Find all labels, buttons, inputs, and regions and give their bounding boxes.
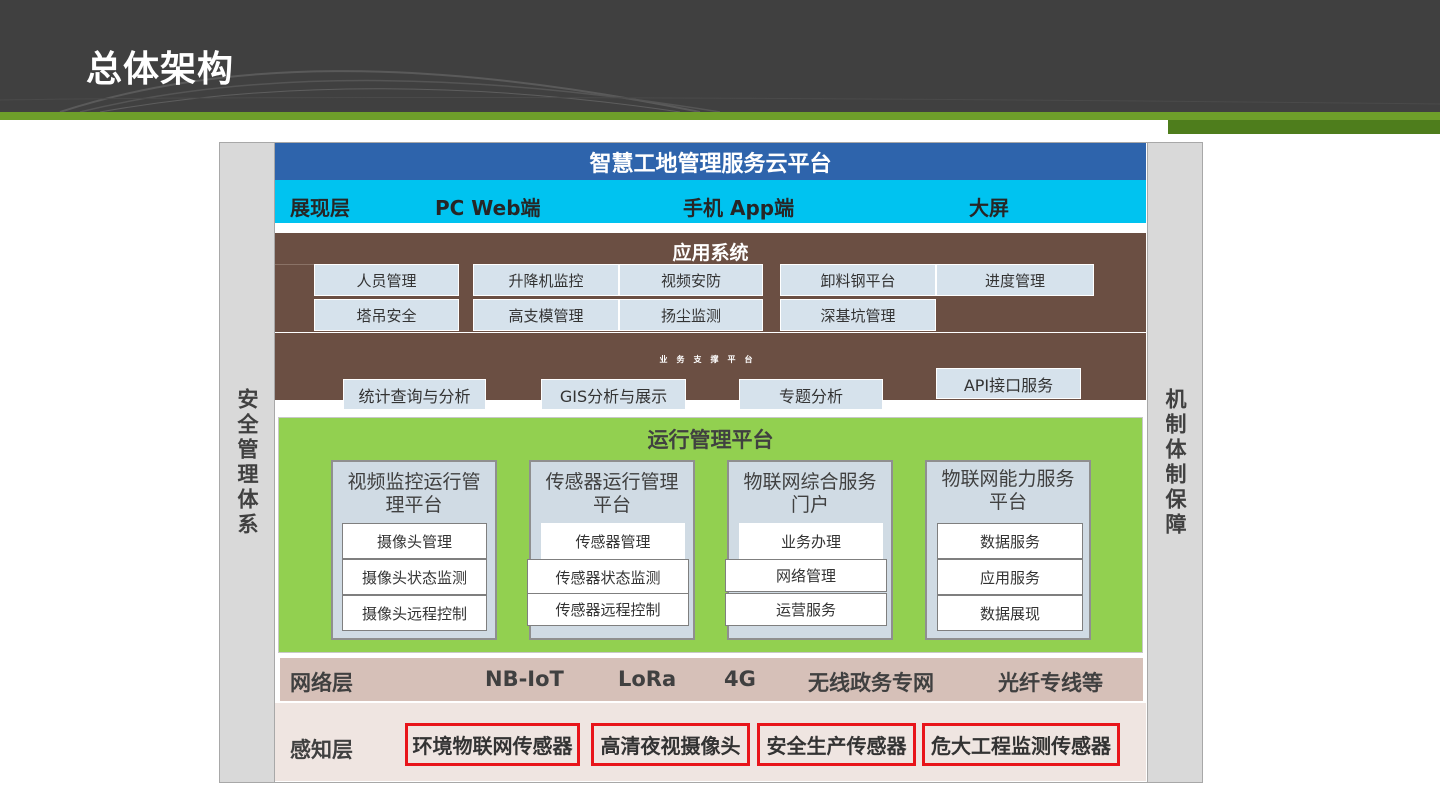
runtime-module-item: 传感器管理 <box>541 523 685 559</box>
network-item: 无线政务专网 <box>808 671 934 695</box>
left-pillar: 安全管理体系 <box>220 143 275 782</box>
presentation-layer-label: 展现层 <box>290 196 350 220</box>
app-item: 人员管理 <box>314 264 459 296</box>
support-item: 统计查询与分析 <box>343 379 486 410</box>
support-item: GIS分析与展示 <box>541 379 686 410</box>
runtime-module-item: 传感器远程控制 <box>527 593 689 626</box>
support-platform-title: 业务支撑平台 <box>659 355 762 364</box>
application-blank-cell <box>275 264 315 332</box>
runtime-module-title: 视频监控运行管理平台 <box>347 471 481 516</box>
app-item: 进度管理 <box>936 264 1094 296</box>
sensing-item: 环境物联网传感器 <box>405 723 580 766</box>
runtime-module-item: 传感器状态监测 <box>527 559 689 595</box>
sensing-item: 安全生产传感器 <box>757 723 916 766</box>
runtime-module-item: 摄像头状态监测 <box>342 559 487 595</box>
cloud-platform-banner: 智慧工地管理服务云平台 <box>275 143 1146 180</box>
app-item: 高支模管理 <box>473 299 619 331</box>
slide-header: 总体架构 <box>0 0 1440 112</box>
network-layer: 网络层 NB-IoT LoRa 4G 无线政务专网 光纤专线等 <box>280 658 1143 701</box>
network-item: 光纤专线等 <box>998 671 1103 695</box>
header-accent-block <box>1168 120 1440 134</box>
support-item: 专题分析 <box>739 379 883 410</box>
app-item: 塔吊安全 <box>314 299 459 331</box>
presentation-layer: 展现层 PC Web端 手机 App端 大屏 <box>275 180 1146 223</box>
slide-title: 总体架构 <box>86 49 235 90</box>
application-system-title: 应用系统 <box>672 242 749 264</box>
runtime-module-title: 传感器运行管理平台 <box>545 471 679 516</box>
sensing-layer-label: 感知层 <box>290 738 353 762</box>
runtime-module-item: 业务办理 <box>739 523 883 559</box>
app-item: 视频安防 <box>619 264 763 296</box>
presentation-item: 手机 App端 <box>683 196 795 220</box>
runtime-module-item: 数据服务 <box>937 523 1083 559</box>
network-layer-label: 网络层 <box>290 671 353 695</box>
right-pillar: 机制体制保障 <box>1147 143 1202 782</box>
network-item: LoRa <box>618 667 677 691</box>
header-accent-stripe <box>0 112 1440 120</box>
runtime-platform-title: 运行管理平台 <box>647 428 774 452</box>
sensing-item: 高清夜视摄像头 <box>591 723 750 766</box>
support-item: API接口服务 <box>936 368 1081 399</box>
presentation-item: 大屏 <box>969 196 1009 220</box>
runtime-module-item: 数据展现 <box>937 595 1083 631</box>
app-item: 卸料钢平台 <box>780 264 936 296</box>
network-item: NB-IoT <box>485 667 564 691</box>
right-pillar-label: 机制体制保障 <box>1163 387 1187 538</box>
runtime-module-title: 物联网综合服务门户 <box>743 471 877 516</box>
app-item: 扬尘监测 <box>619 299 763 331</box>
presentation-item: PC Web端 <box>435 196 541 220</box>
network-item: 4G <box>724 667 756 691</box>
runtime-module-item: 摄像头管理 <box>342 523 487 559</box>
runtime-module-title: 物联网能力服务平台 <box>941 468 1075 513</box>
app-item: 升降机监控 <box>473 264 619 296</box>
runtime-module-item: 应用服务 <box>937 559 1083 595</box>
runtime-module-item: 网络管理 <box>725 559 887 592</box>
left-pillar-label: 安全管理体系 <box>235 387 259 538</box>
runtime-module-item: 摄像头远程控制 <box>342 595 487 631</box>
sensing-item: 危大工程监测传感器 <box>922 723 1120 766</box>
runtime-module-item: 运营服务 <box>725 593 887 626</box>
app-item: 深基坑管理 <box>780 299 936 331</box>
header-swoosh-decoration <box>0 70 1440 112</box>
